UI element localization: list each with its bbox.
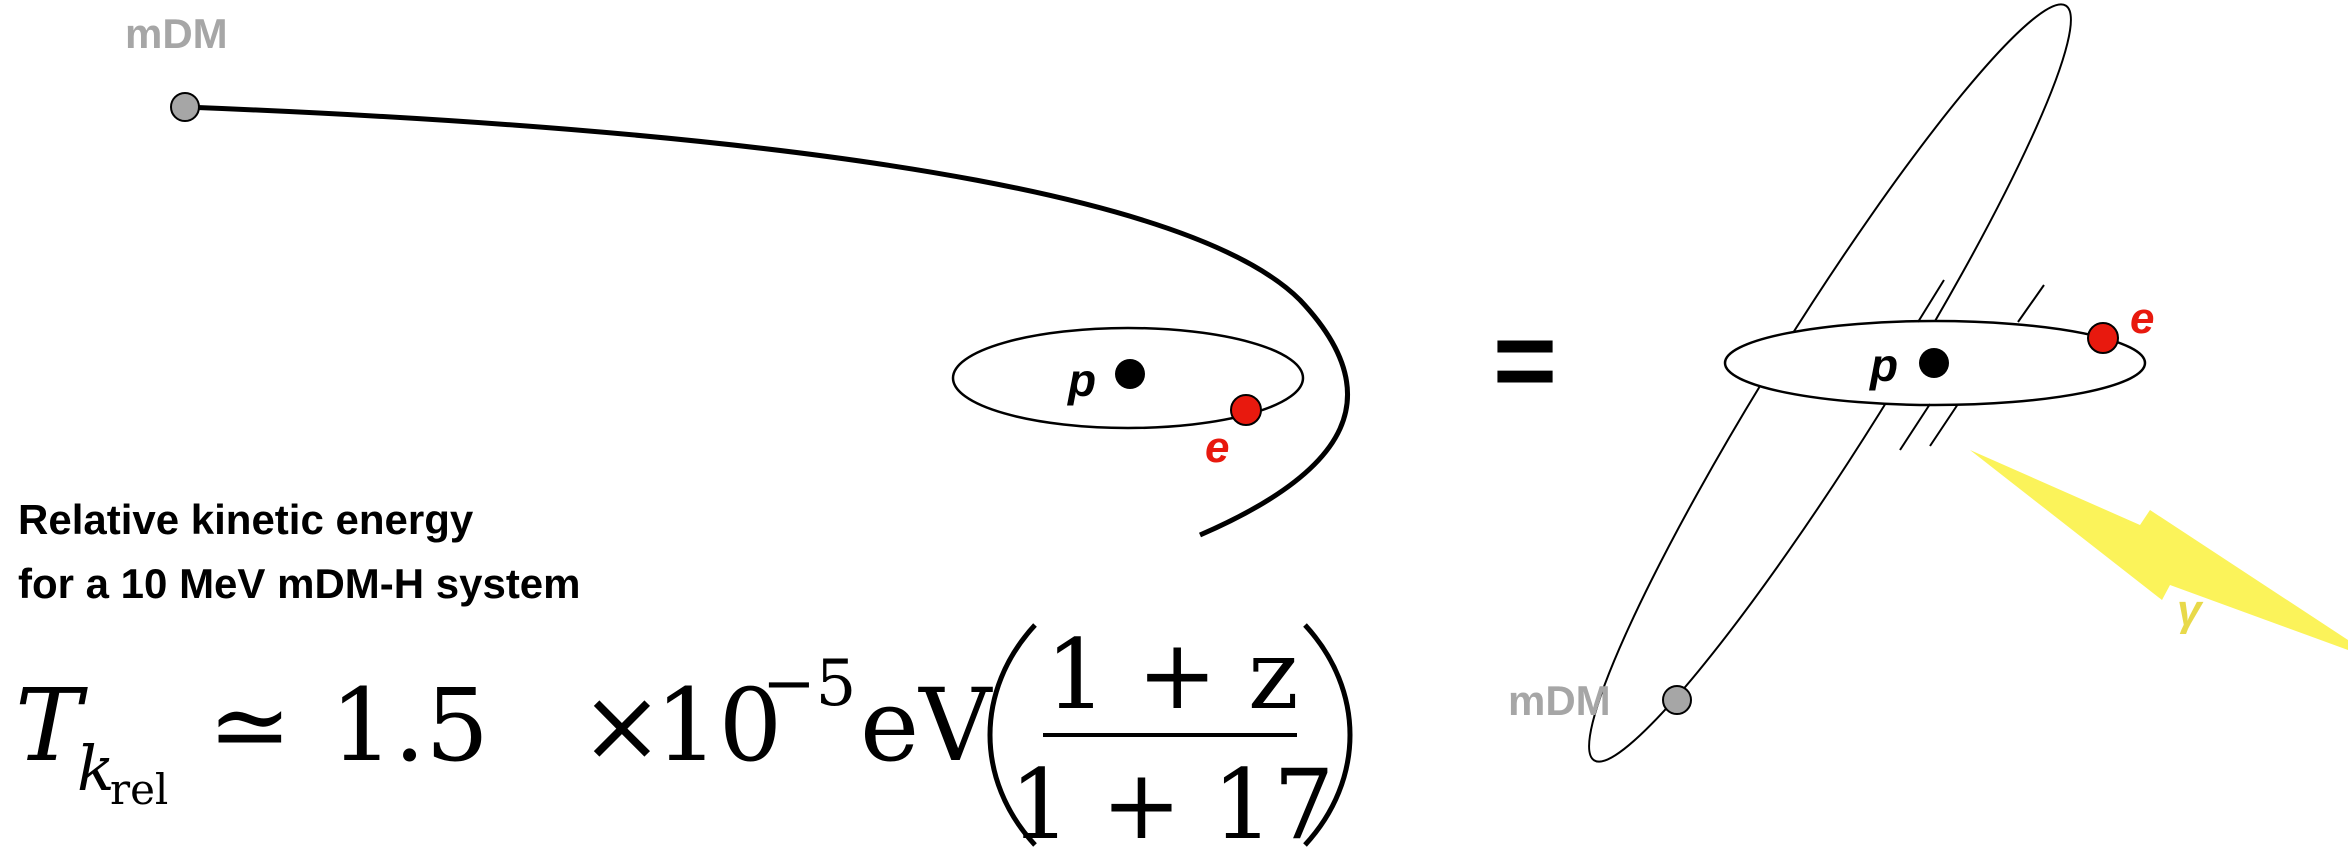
formula-approx: ≃	[208, 667, 292, 784]
formula-coefficient: 1.5	[330, 667, 489, 784]
formula-times: ×	[580, 667, 664, 784]
formula-k: k	[77, 732, 115, 805]
photon-bolt	[1970, 450, 2348, 650]
formula-rel: rel	[110, 765, 168, 814]
proton-dot-right	[1919, 348, 1949, 378]
formula-numerator: 1 + z	[1045, 619, 1298, 731]
formula: T k rel ≃ 1.5 × 10 −5 eV 1 + z 1 + 17	[15, 619, 1350, 851]
caption-line-2: for a 10 MeV mDM-H system	[18, 560, 581, 607]
mdm-orbit-crossing-3	[1900, 404, 1930, 450]
proton-dot-left	[1115, 359, 1145, 389]
electron-label-right: e	[2130, 294, 2154, 343]
formula-denominator: 1 + 17	[1010, 749, 1335, 851]
mdm-particle-left	[171, 93, 199, 121]
mdm-orbit-crossing-2	[2018, 285, 2044, 322]
mdm-orbit-crossing-4	[1930, 404, 1958, 446]
electron-label-left: e	[1205, 423, 1229, 472]
caption-line-1: Relative kinetic energy	[18, 496, 474, 543]
proton-label-left: p	[1066, 354, 1096, 406]
mdm-label-left: mDM	[125, 10, 228, 57]
mdm-particle-right	[1663, 686, 1691, 714]
electron-dot-left	[1231, 395, 1261, 425]
mdm-trajectory	[185, 107, 1348, 535]
mdm-orbit-crossing-1	[1918, 280, 1944, 322]
mdm-label-right: mDM	[1508, 677, 1611, 724]
photon-label: γ	[2177, 586, 2204, 635]
equals-sign: =	[1493, 299, 1557, 422]
formula-unit: eV	[860, 667, 993, 784]
electron-dot-right	[2088, 323, 2118, 353]
formula-exponent: −5	[762, 647, 856, 721]
proton-label-right: p	[1868, 339, 1898, 391]
